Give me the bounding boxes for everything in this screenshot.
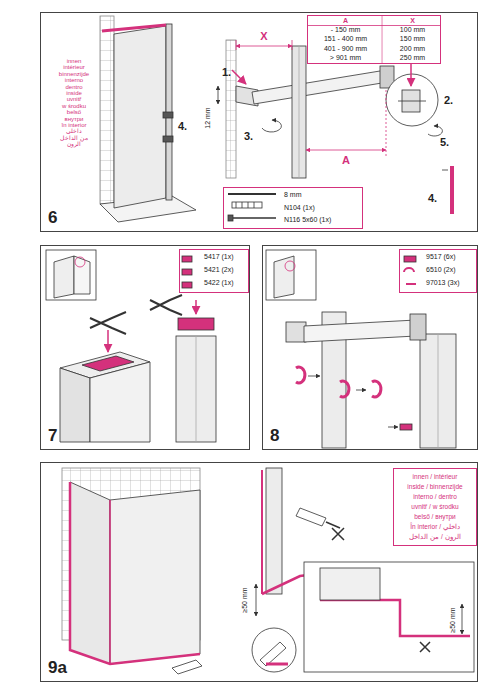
language-note: uvnitř (67, 96, 82, 103)
dimension-letter: A (342, 154, 350, 166)
dimension: 12 mm (204, 107, 212, 128)
part-number: 5421 (2x) (204, 266, 234, 274)
part-number: 97013 (3x) (426, 279, 459, 287)
language-note: belső (67, 109, 81, 116)
table-cell: 100 mm (400, 26, 425, 34)
language-note: innen (67, 58, 82, 65)
parts-list-box: 8 mm N104 (1x) N116 5x60 (1x) (223, 187, 363, 229)
language-note: inside (66, 90, 82, 97)
language-note: w środku (62, 103, 86, 110)
step6-art (100, 16, 452, 222)
language-box: innen / intérieur inside / binnenzijde int… (393, 468, 477, 546)
step-number: 6 (48, 209, 57, 228)
language-note: inside / binnenzijde (407, 483, 462, 490)
table-cell: 401 - 900 mm (324, 45, 367, 53)
table-cell: - 150 mm (331, 26, 361, 34)
language-note: الرون (67, 141, 81, 148)
table-header: A (343, 17, 348, 25)
part-number: 5422 (1x) (204, 279, 234, 287)
dimension: ≥50 mm (449, 607, 457, 632)
step-panel: 5417 (1x) 5421 (2x) 5422 (1x) 7 (40, 245, 250, 450)
language-note: внутри (65, 116, 84, 123)
step-panel: A X - 150 mm 100 mm 151 - 400 mm 150 mm 401 - … (40, 12, 478, 232)
step-number: 9a (48, 659, 67, 678)
callout-number: 4. (428, 192, 437, 204)
language-note: belső / внутри (414, 513, 455, 520)
parts-list-box: 5417 (1x) 5421 (2x) 5422 (1x) (179, 249, 249, 293)
callout-number: 2. (444, 94, 453, 106)
language-note: innen / intérieur (413, 473, 458, 480)
parts-list-box: 9517 (6x) 6510 (2x) 97013 (3x) (399, 249, 477, 293)
language-note: الرون / من الداخل (409, 533, 460, 540)
table-cell: > 901 mm (330, 54, 361, 62)
table-header: X (410, 17, 415, 25)
language-note: dentro (65, 84, 82, 91)
language-note: binnenzijde (59, 71, 89, 78)
part-number: 9517 (6x) (426, 253, 456, 261)
language-note: În interior / داخلي (410, 523, 460, 530)
table-cell: 151 - 400 mm (324, 35, 367, 43)
step7-art (46, 250, 216, 442)
table-cell: 150 mm (400, 35, 425, 43)
table-cell: 200 mm (400, 45, 425, 53)
dimension: ≥50 mm (241, 587, 249, 612)
language-note: uvnitř / w środku (411, 503, 458, 510)
language-note: intérieur (63, 64, 85, 71)
language-note: داخلي (66, 128, 82, 135)
language-note: من الداخل (60, 135, 88, 142)
callout-number: 5. (440, 136, 449, 148)
callout-number: 1. (222, 66, 231, 78)
part-number: N104 (1x) (284, 204, 315, 212)
table-cell: 250 mm (400, 54, 425, 62)
callout-number: 4. (178, 120, 187, 132)
dimension-letter: X (260, 30, 267, 42)
step-number: 8 (270, 427, 279, 446)
language-note: interno (65, 77, 83, 84)
dimension-table: A X - 150 mm 100 mm 151 - 400 mm 150 mm 401 - … (307, 15, 441, 64)
step-panel: innen / intérieur inside / binnenzijde int… (40, 462, 478, 682)
step-number: 7 (48, 427, 57, 446)
part-number: N116 5x60 (1x) (284, 216, 331, 224)
part-number: 6510 (2x) (426, 266, 456, 274)
step-panel: 9517 (6x) 6510 (2x) 97013 (3x) 8 (262, 245, 478, 450)
callout-number: 3. (244, 130, 253, 142)
part-number: 5417 (1x) (204, 253, 234, 261)
language-note: în interior (61, 122, 86, 129)
part-number: 8 mm (284, 191, 302, 199)
language-note: interno / dentro (413, 493, 457, 500)
